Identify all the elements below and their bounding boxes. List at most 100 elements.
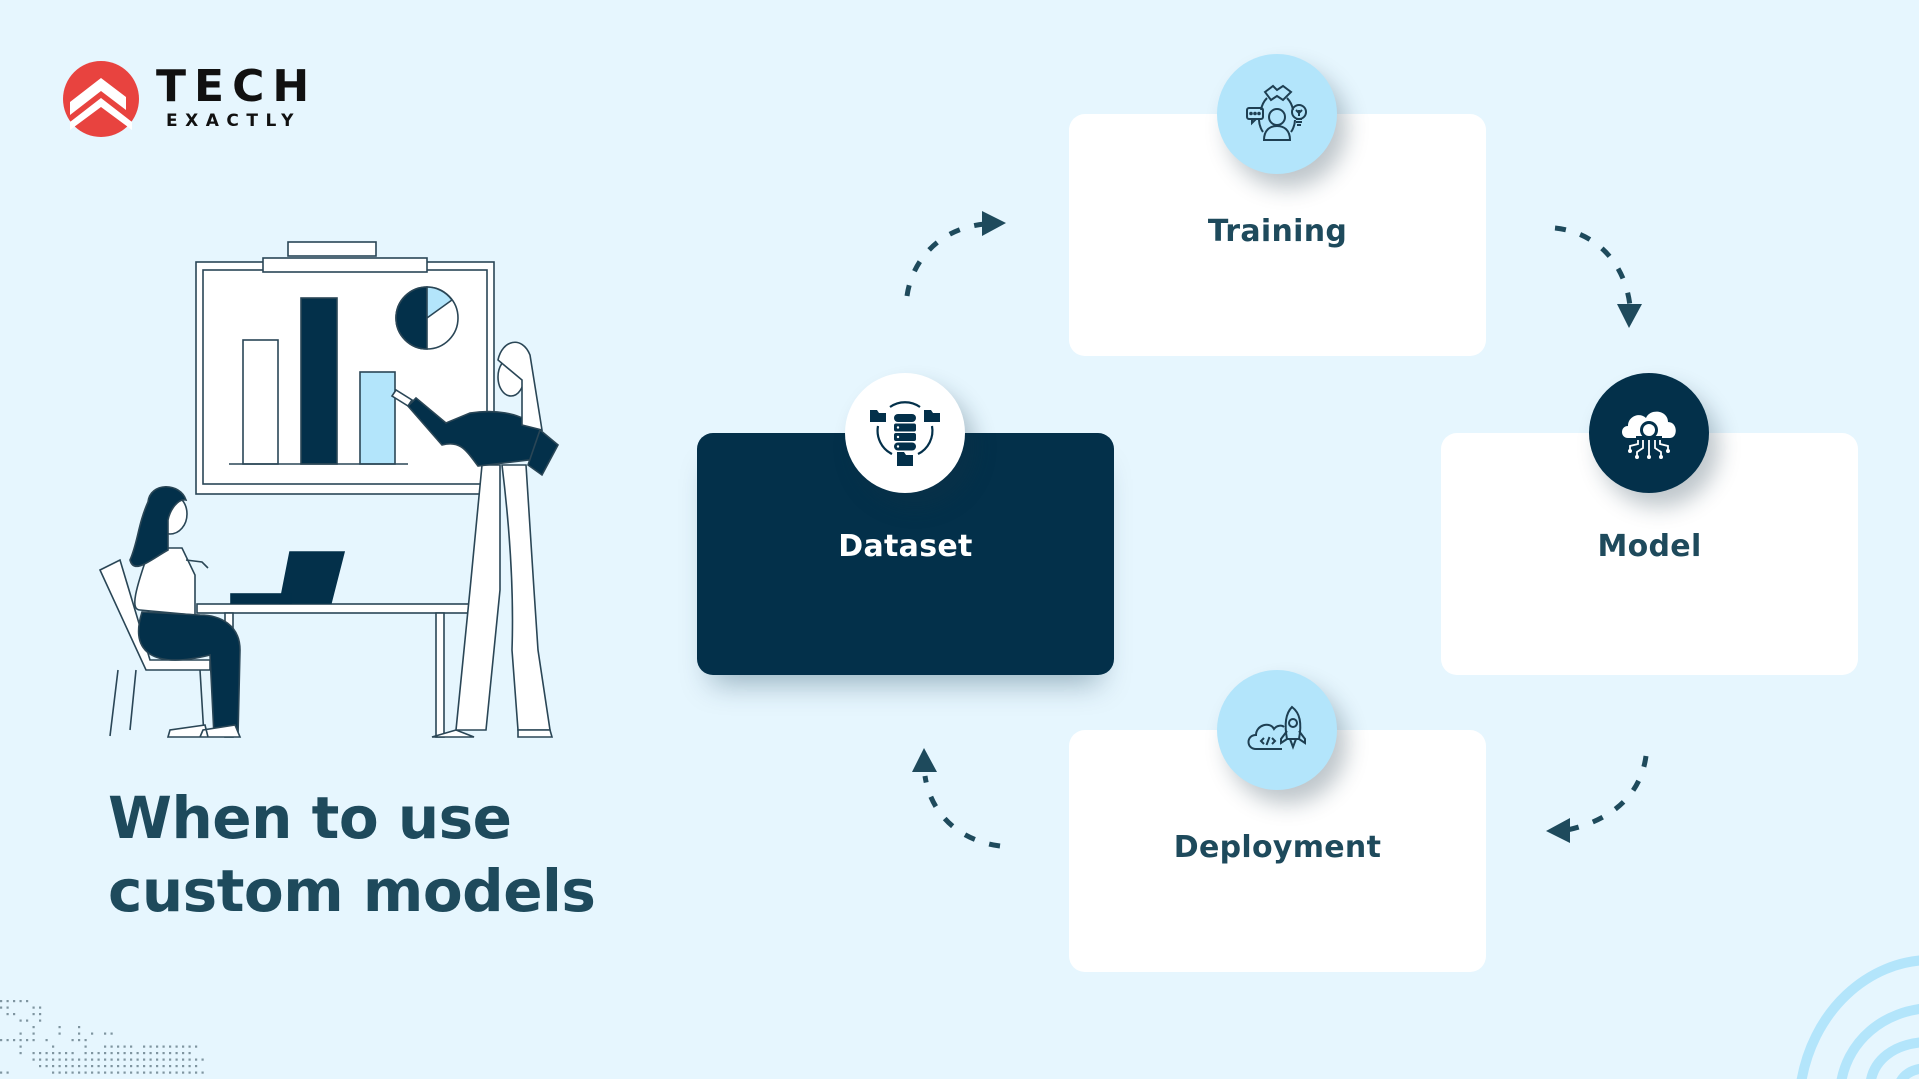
arrow-deployment-to-dataset <box>922 775 1001 849</box>
arrow-model-to-deployment <box>1566 755 1649 833</box>
decoration-dot <box>136 1065 139 1068</box>
decoration-dot <box>110 1052 113 1055</box>
decoration-dot <box>130 1052 133 1055</box>
decoration-dot <box>32 1006 35 1009</box>
decoration-dot <box>32 1026 35 1029</box>
decoration-dot <box>162 1071 165 1074</box>
decoration-dot <box>149 1071 152 1074</box>
decoration-dot <box>65 1071 68 1074</box>
decoration-dot <box>65 1052 68 1055</box>
decoration-dot <box>175 1071 178 1074</box>
decoration-dot <box>39 1058 42 1061</box>
decoration-dot <box>117 1058 120 1061</box>
decoration-dot <box>136 1071 139 1074</box>
decoration-dot <box>19 1032 22 1035</box>
decoration-dot <box>19 1000 22 1003</box>
decoration-dot <box>130 1071 133 1074</box>
decoration-dot <box>104 1052 107 1055</box>
decoration-dot <box>162 1045 165 1048</box>
decoration-dot <box>58 1065 61 1068</box>
decoration-dot <box>136 1058 139 1061</box>
decoration-dot <box>195 1071 198 1074</box>
decoration-dot <box>71 1058 74 1061</box>
decoration-dot <box>104 1065 107 1068</box>
desk <box>196 603 489 614</box>
decoration-dot <box>78 1032 81 1035</box>
decoration-dot <box>71 1065 74 1068</box>
arrow-training-to-model <box>1554 225 1633 307</box>
decoration-dot <box>104 1032 107 1035</box>
decoration-dot <box>84 1052 87 1055</box>
decoration-dot <box>19 1039 22 1042</box>
decoration-dot <box>104 1071 107 1074</box>
decoration-dot <box>182 1045 185 1048</box>
card-training[interactable]: Training <box>1069 114 1486 356</box>
decoration-dot <box>91 1071 94 1074</box>
decoration-dot <box>84 1039 87 1042</box>
arrowhead-up <box>912 748 937 772</box>
decoration-dot <box>175 1052 178 1055</box>
decoration-dot <box>188 1071 191 1074</box>
decoration-dot <box>65 1065 68 1068</box>
team-collaboration-icon <box>1246 84 1307 141</box>
decoration-dot <box>156 1045 159 1048</box>
decoration-dot <box>182 1052 185 1055</box>
decoration-dot <box>97 1071 100 1074</box>
decoration-dot <box>104 1058 107 1061</box>
decoration-dot <box>45 1058 48 1061</box>
headline-line-2: custom models <box>108 857 596 925</box>
cloud-ai-circuit-icon <box>1622 411 1676 459</box>
decoration-dot <box>84 1058 87 1061</box>
decoration-dot <box>195 1065 198 1068</box>
decoration-dot <box>19 1052 22 1055</box>
decoration-dot <box>71 1039 74 1042</box>
decoration-dot <box>6 1071 9 1074</box>
deployment-icon-badge <box>1217 670 1337 790</box>
decoration-dot <box>0 1000 3 1003</box>
decoration-dot <box>39 1019 42 1022</box>
decoration-dot <box>97 1065 100 1068</box>
decoration-dot <box>130 1065 133 1068</box>
decoration-dot <box>156 1052 159 1055</box>
decoration-dot <box>26 1000 29 1003</box>
decoration-dot <box>84 1045 87 1048</box>
decoration-dot <box>156 1071 159 1074</box>
decoration-dot <box>162 1065 165 1068</box>
decoration-dot <box>110 1032 113 1035</box>
decoration-dot <box>97 1058 100 1061</box>
chart-bar-1 <box>242 339 279 465</box>
decoration-dot <box>130 1058 133 1061</box>
decoration-dot <box>32 1052 35 1055</box>
decoration-dot <box>0 1006 3 1009</box>
decoration-dot <box>32 1032 35 1035</box>
chevron-up-roof-icon <box>63 61 139 137</box>
decoration-dot <box>188 1058 191 1061</box>
decoration-dot <box>123 1052 126 1055</box>
decoration-dot <box>45 1065 48 1068</box>
whiteboard-top-holder <box>287 241 377 257</box>
brand-name-bottom: EXACTLY <box>166 111 301 131</box>
dataset-icon-badge <box>845 373 965 493</box>
decoration-dot <box>143 1045 146 1048</box>
decoration-dot <box>162 1052 165 1055</box>
arrowhead-down <box>1617 304 1642 328</box>
decoration-dot <box>45 1039 48 1042</box>
decoration-dot <box>149 1058 152 1061</box>
decoration-dot <box>110 1045 113 1048</box>
decoration-dot <box>143 1052 146 1055</box>
decoration-dot <box>71 1052 74 1055</box>
decoration-dot <box>58 1071 61 1074</box>
dot-pattern-decoration <box>0 1000 204 1074</box>
decoration-dot <box>97 1052 100 1055</box>
headline-line-1: When to use <box>108 784 512 852</box>
decoration-dot <box>182 1058 185 1061</box>
decoration-dot <box>58 1058 61 1061</box>
decoration-dot <box>45 1052 48 1055</box>
laptop <box>279 551 346 604</box>
decoration-dot <box>117 1065 120 1068</box>
decoration-dot <box>188 1065 191 1068</box>
brand-logo[interactable]: TECH EXACTLY <box>62 60 312 142</box>
decoration-dot <box>169 1052 172 1055</box>
arrowhead-left <box>1546 818 1570 843</box>
decoration-dot <box>169 1071 172 1074</box>
